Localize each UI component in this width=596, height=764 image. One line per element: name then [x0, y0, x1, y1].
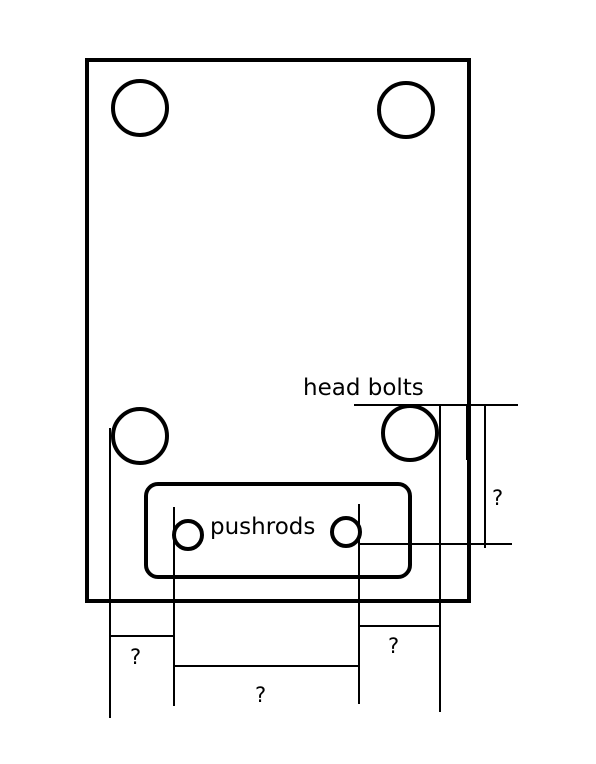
label-unknown-vertical: ? [492, 486, 503, 510]
label-unknown-left-offset: ? [130, 645, 141, 669]
label-pushrods: pushrods [210, 514, 315, 540]
head-bolt-top-right [377, 81, 435, 139]
head-bolt-bottom-left [111, 407, 169, 465]
label-unknown-pushrod-spacing: ? [255, 683, 266, 707]
label-unknown-right-offset: ? [388, 634, 399, 658]
pushrod-hole-right [330, 516, 362, 548]
label-head-bolts: head bolts [303, 375, 424, 401]
head-bolt-top-left [111, 79, 169, 137]
head-bolt-bottom-right [381, 404, 439, 462]
pushrod-pocket [144, 482, 412, 579]
pushrod-hole-left [172, 519, 204, 551]
head-outline [85, 58, 471, 603]
